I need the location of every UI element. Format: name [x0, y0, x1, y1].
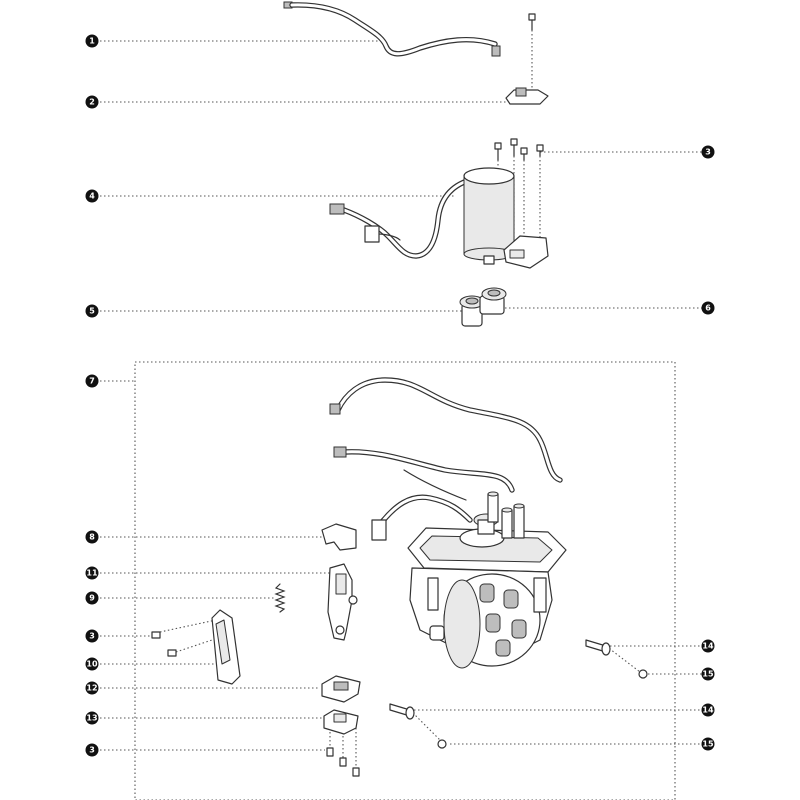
leader-lines: [92, 30, 708, 768]
svg-text:1: 1: [89, 37, 95, 46]
svg-text:7: 7: [89, 377, 95, 386]
svg-text:14: 14: [702, 706, 714, 715]
part-14-15-fasteners: [389, 639, 648, 749]
part-11-arm: [327, 563, 358, 641]
svg-text:6: 6: [705, 304, 711, 313]
callout-5: 5: [85, 304, 99, 318]
callout-6: 6: [701, 301, 715, 315]
svg-text:3: 3: [705, 148, 711, 157]
svg-text:9: 9: [89, 594, 95, 603]
svg-text:3: 3: [89, 746, 95, 755]
callouts: 1 2 3 4 5 6 7 8 11 9 3 10 12 13 3 14 15 …: [85, 34, 715, 757]
callout-11: 11: [85, 566, 99, 580]
part-10-plate: [151, 609, 241, 685]
callout-3-middle: 3: [85, 629, 99, 643]
part-3-screws-top: [494, 138, 544, 161]
part-1-cable: [283, 1, 501, 57]
part-8-clip: [321, 523, 357, 551]
part-7-assembly: [329, 377, 567, 669]
callout-3-bottom: 3: [85, 743, 99, 757]
svg-text:14: 14: [702, 642, 714, 651]
callout-3-top: 3: [701, 145, 715, 159]
svg-text:10: 10: [86, 660, 98, 669]
callout-12: 12: [85, 681, 99, 695]
svg-text:5: 5: [89, 307, 95, 316]
callout-13: 13: [85, 711, 99, 725]
callout-9: 9: [85, 591, 99, 605]
part-5-6-gears: [459, 287, 507, 327]
callout-14-upper: 14: [701, 639, 715, 653]
svg-text:8: 8: [89, 533, 95, 542]
callout-15-upper: 15: [701, 667, 715, 681]
callout-7: 7: [85, 374, 99, 388]
svg-text:15: 15: [702, 740, 714, 749]
callout-2: 2: [85, 95, 99, 109]
svg-text:11: 11: [86, 569, 98, 578]
part-2-bracket: [505, 13, 549, 105]
svg-text:15: 15: [702, 670, 714, 679]
part-4-motor: [329, 167, 549, 269]
part-12-13-brackets: [321, 675, 361, 777]
svg-text:12: 12: [86, 684, 97, 693]
callout-1: 1: [85, 34, 99, 48]
assembly-7-frame: [134, 361, 676, 800]
svg-text:3: 3: [89, 632, 95, 641]
svg-text:13: 13: [86, 714, 97, 723]
part-9-spring: [274, 583, 286, 613]
callout-8: 8: [85, 530, 99, 544]
callout-15-lower: 15: [701, 737, 715, 751]
callout-10: 10: [85, 657, 99, 671]
svg-text:2: 2: [89, 98, 95, 107]
svg-text:4: 4: [89, 192, 95, 201]
callout-4: 4: [85, 189, 99, 203]
callout-14-lower: 14: [701, 703, 715, 717]
